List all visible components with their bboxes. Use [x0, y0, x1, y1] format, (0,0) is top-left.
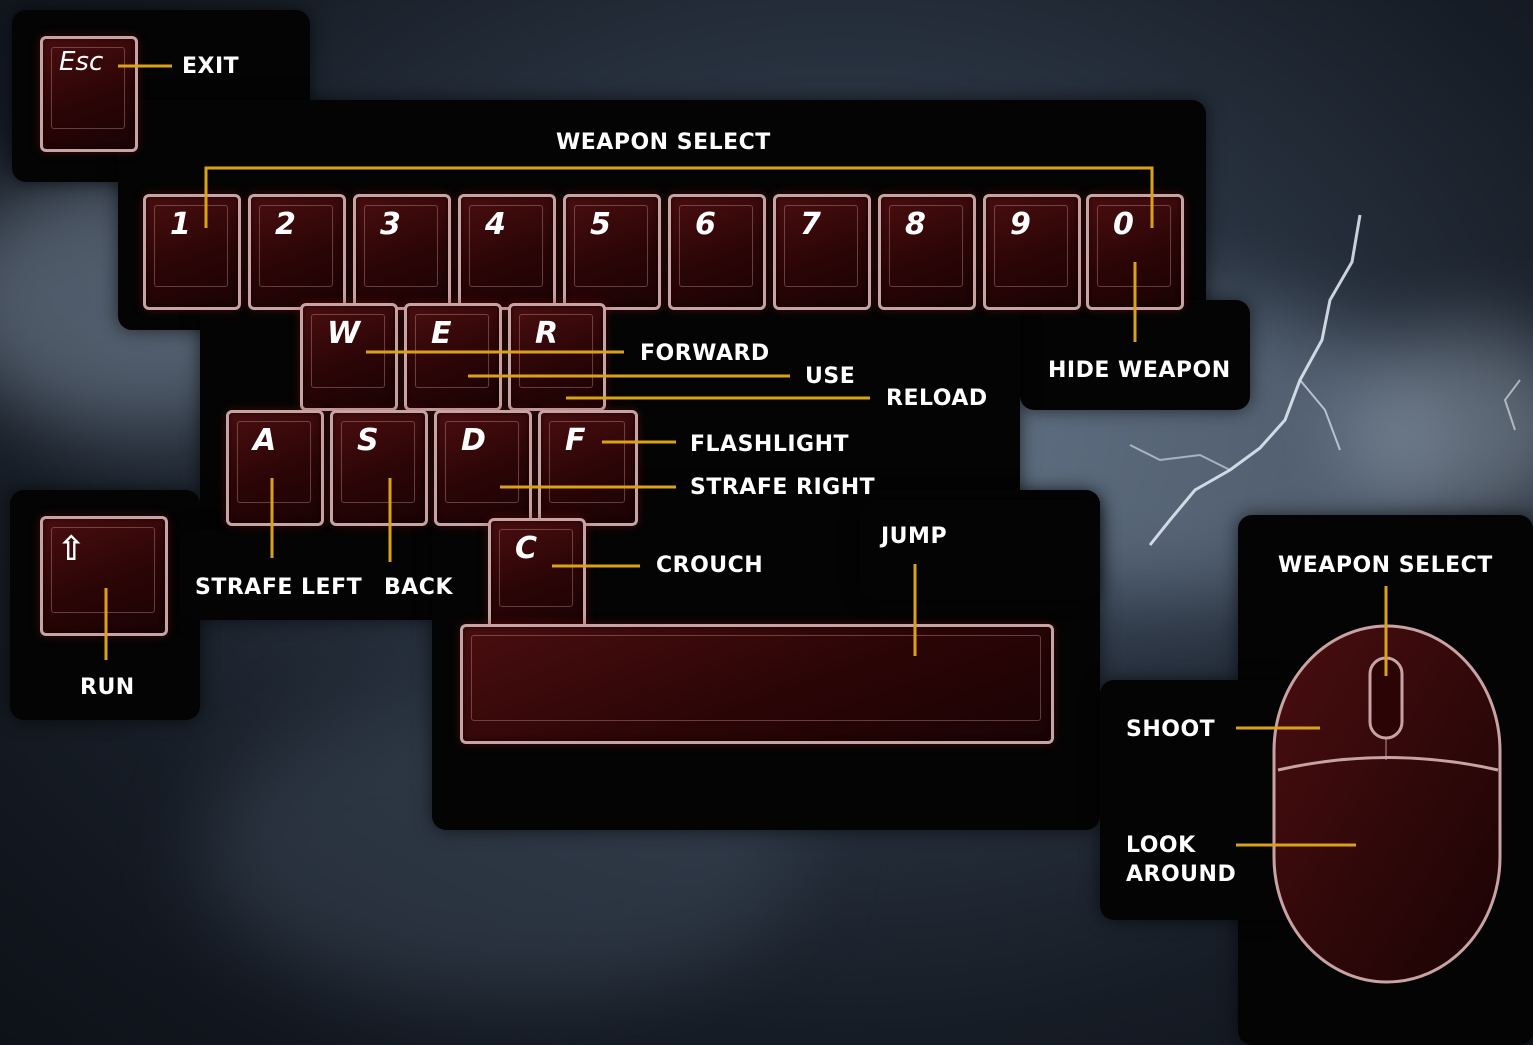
key-s-label: S [357, 423, 379, 458]
key-d[interactable]: D [434, 410, 532, 526]
jump-label: JUMP [881, 524, 948, 549]
key-0-label: 0 [1113, 207, 1134, 242]
key-r[interactable]: R [508, 303, 606, 411]
key-e-label: E [431, 316, 452, 351]
key-4-label: 4 [485, 207, 506, 242]
key-w[interactable]: W [300, 303, 398, 411]
flashlight-label: FLASHLIGHT [690, 432, 850, 457]
back-label: BACK [384, 575, 453, 600]
key-r-label: R [535, 316, 559, 351]
esc-key[interactable]: Esc [40, 36, 138, 152]
key-d-label: D [461, 423, 486, 458]
around-label: AROUND [1126, 862, 1237, 887]
key-f-label: F [565, 423, 586, 458]
strafe-label-panel [180, 530, 470, 620]
key-5[interactable]: 5 [563, 194, 661, 310]
shift-arrow-icon: ⇧ [57, 529, 86, 569]
key-3-label: 3 [380, 207, 401, 242]
key-1[interactable]: 1 [143, 194, 241, 310]
mouse-weapon-select-label: WEAPON SELECT [1278, 553, 1493, 578]
key-8-label: 8 [905, 207, 926, 242]
exit-label: EXIT [182, 54, 240, 79]
key-3[interactable]: 3 [353, 194, 451, 310]
use-label: USE [805, 364, 856, 389]
strafe-left-label: STRAFE LEFT [195, 575, 363, 600]
key-2[interactable]: 2 [248, 194, 346, 310]
key-7[interactable]: 7 [773, 194, 871, 310]
key-9[interactable]: 9 [983, 194, 1081, 310]
jump-panel [860, 500, 1100, 600]
run-label: RUN [80, 675, 135, 700]
look-label: LOOK [1126, 833, 1196, 858]
crouch-label: CROUCH [656, 553, 764, 578]
forward-label: FORWARD [640, 341, 770, 366]
key-f[interactable]: F [538, 410, 638, 526]
shift-key[interactable]: ⇧ [40, 516, 168, 636]
key-4[interactable]: 4 [458, 194, 556, 310]
key-8[interactable]: 8 [878, 194, 976, 310]
shoot-label: SHOOT [1126, 717, 1216, 742]
esc-key-label: Esc [59, 47, 104, 77]
weapon-select-label: WEAPON SELECT [556, 130, 771, 155]
key-5-label: 5 [590, 207, 611, 242]
mouse-label-panel [1100, 680, 1300, 920]
key-2-label: 2 [275, 207, 296, 242]
hide-weapon-label: HIDE WEAPON [1048, 358, 1231, 383]
strafe-right-label: STRAFE RIGHT [690, 475, 876, 500]
cloud [1350, 330, 1533, 530]
key-6-label: 6 [695, 207, 716, 242]
key-a[interactable]: A [226, 410, 324, 526]
key-6[interactable]: 6 [668, 194, 766, 310]
spacebar-key[interactable] [460, 624, 1054, 744]
key-9-label: 9 [1010, 207, 1031, 242]
key-c-label: C [515, 531, 538, 566]
key-w-label: W [327, 316, 361, 351]
key-a-label: A [253, 423, 277, 458]
reload-label: RELOAD [886, 386, 988, 411]
key-s[interactable]: S [330, 410, 428, 526]
key-1-label: 1 [170, 207, 191, 242]
key-7-label: 7 [800, 207, 821, 242]
